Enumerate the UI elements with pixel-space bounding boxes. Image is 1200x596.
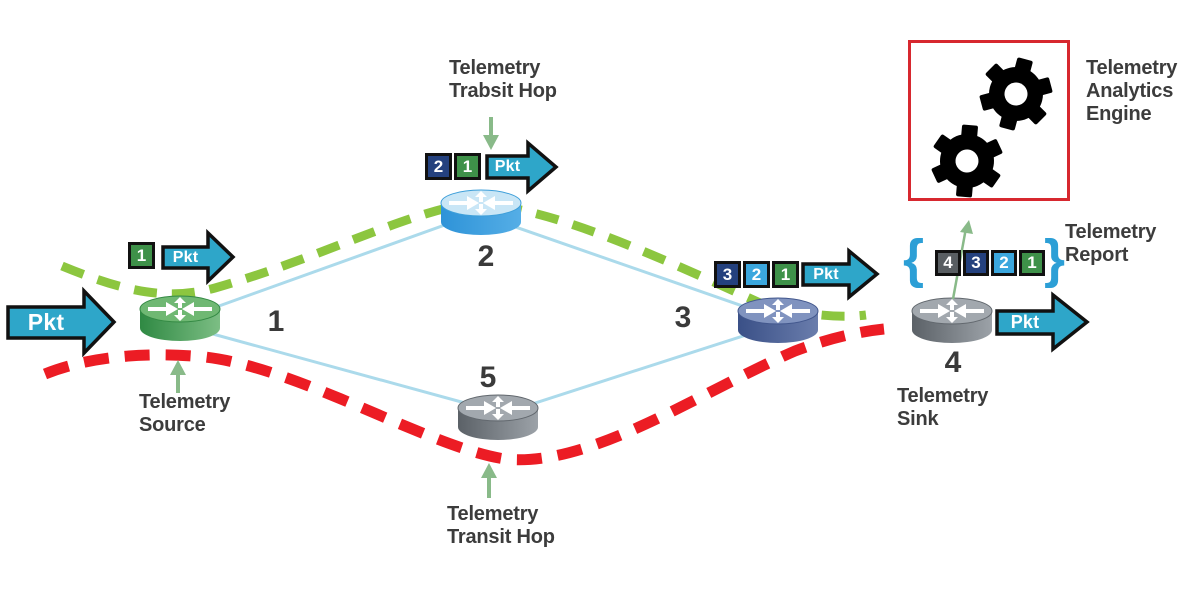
report-brace-close: } (1044, 229, 1066, 289)
node-number-5: 5 (479, 361, 497, 394)
node-number-3: 3 (674, 301, 692, 334)
red-telemetry-path (42, 323, 885, 466)
node-number-1: 1 (267, 305, 285, 338)
router-icon-transit-bottom (457, 394, 539, 440)
label-telemetry-source: Telemetry Source (139, 391, 231, 436)
packet-arrows (6, 139, 1090, 358)
router-icon-source (139, 295, 221, 341)
report-brace-open: { (903, 229, 925, 289)
report-box-4: 4 (935, 250, 961, 276)
pkt-label-hop2: Pkt (494, 158, 521, 175)
pkt-label-hop3: Pkt (813, 266, 839, 283)
packet-arrow-icon-hop2 (485, 139, 559, 195)
link-line-1-2 (179, 210, 482, 322)
router-icon-sink (911, 297, 993, 343)
link-line-2-3 (480, 213, 778, 320)
node-number-2: 2 (477, 240, 495, 273)
packet-arrow-icon-ingress (6, 286, 117, 358)
label-analytics-engine: Telemetry Analytics Engine (1086, 57, 1178, 125)
metadata-box-3: 3 (714, 261, 741, 288)
report-arrowhead (960, 220, 973, 234)
pkt-label-ingress: Pkt (27, 309, 65, 335)
label-transit-hop-top: Telemetry Trabsit Hop (449, 57, 557, 102)
metadata-box-1: 1 (454, 153, 481, 180)
router-icon-egress (737, 297, 819, 343)
router-icon-transit-top (440, 189, 522, 235)
report-box-3: 3 (963, 250, 989, 276)
up-arrowhead-transit-bottom (481, 463, 497, 478)
label-transit-hop-bottom: Telemetry Transit Hop (447, 503, 555, 548)
label-telemetry-report: Telemetry Report (1065, 221, 1157, 266)
up-arrowhead-source (170, 360, 186, 375)
label-telemetry-sink: Telemetry Sink (897, 385, 989, 430)
analytics-engine-box (908, 40, 1070, 201)
packet-arrow-icon-hop3 (801, 247, 880, 301)
packet-arrow-icon-hop1 (161, 228, 236, 286)
report-box-2: 2 (991, 250, 1017, 276)
metadata-box-1: 1 (772, 261, 799, 288)
down-arrowhead-transit-top (483, 135, 499, 150)
pkt-label-egress: Pkt (1010, 312, 1040, 332)
annotation-arrows (170, 117, 973, 498)
link-line-1-5 (179, 323, 499, 414)
link-line-5-3 (497, 323, 778, 417)
node-number-4: 4 (944, 346, 962, 379)
packet-arrow-icon-egress (995, 291, 1090, 353)
metadata-box-1: 1 (128, 242, 155, 269)
metadata-box-2: 2 (425, 153, 452, 180)
topology-links (179, 210, 778, 417)
metadata-box-2: 2 (743, 261, 770, 288)
pkt-label-hop1: Pkt (172, 249, 199, 266)
report-box-1: 1 (1019, 250, 1045, 276)
